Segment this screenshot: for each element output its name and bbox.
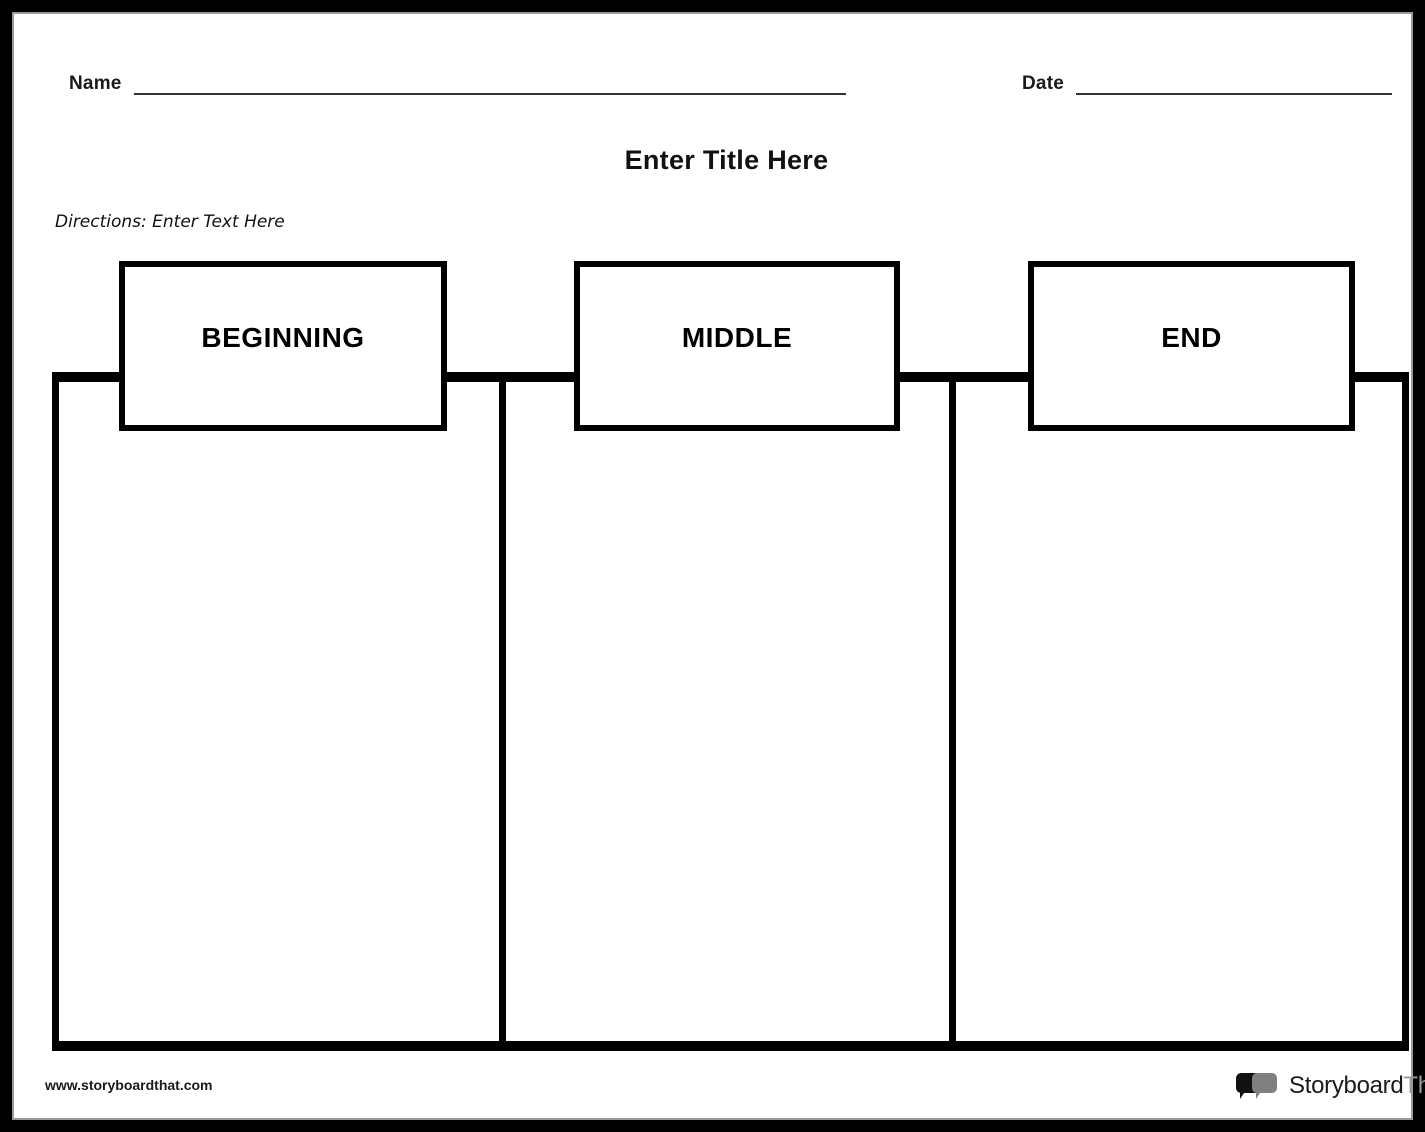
three-column-chart: [52, 372, 1409, 1051]
speech-bubbles-icon: [1236, 1071, 1282, 1101]
speech-bubble-front-tail: [1256, 1090, 1262, 1099]
date-label: Date: [1022, 73, 1064, 94]
name-input-line[interactable]: [133, 92, 846, 95]
column-heading-middle[interactable]: MIDDLE: [574, 261, 900, 431]
logo-text-secondary: That: [1403, 1072, 1425, 1099]
chart-border-left: [52, 382, 59, 1041]
chart-divider-1: [499, 382, 506, 1041]
speech-bubble-front: [1252, 1073, 1277, 1093]
chart-border-right: [1402, 382, 1409, 1041]
column-heading-end-label: END: [1161, 322, 1222, 353]
chart-divider-2: [949, 382, 956, 1041]
name-field[interactable]: Name: [69, 74, 846, 95]
logo-text-primary: Storyboard: [1289, 1072, 1404, 1099]
column-heading-middle-label: MIDDLE: [681, 322, 793, 353]
footer-url: www.storyboardthat.com: [45, 1077, 213, 1093]
speech-bubble-back-tail: [1240, 1090, 1246, 1099]
date-input-line[interactable]: [1075, 92, 1392, 95]
name-label: Name: [69, 73, 122, 94]
directions-text[interactable]: Directions: Enter Text Here: [55, 212, 285, 232]
date-field[interactable]: Date: [1022, 74, 1392, 95]
worksheet-sheet: Name Date Enter Title Here Directions: E…: [12, 12, 1425, 1120]
column-heading-end[interactable]: END: [1028, 261, 1355, 431]
page-title[interactable]: Enter Title Here: [624, 145, 829, 175]
logo-wordmark: StoryboardThat: [1289, 1072, 1425, 1100]
column-heading-beginning-label: BEGINNING: [201, 322, 365, 353]
column-heading-beginning[interactable]: BEGINNING: [119, 261, 447, 431]
storyboardthat-logo: StoryboardThat: [1236, 1069, 1425, 1103]
